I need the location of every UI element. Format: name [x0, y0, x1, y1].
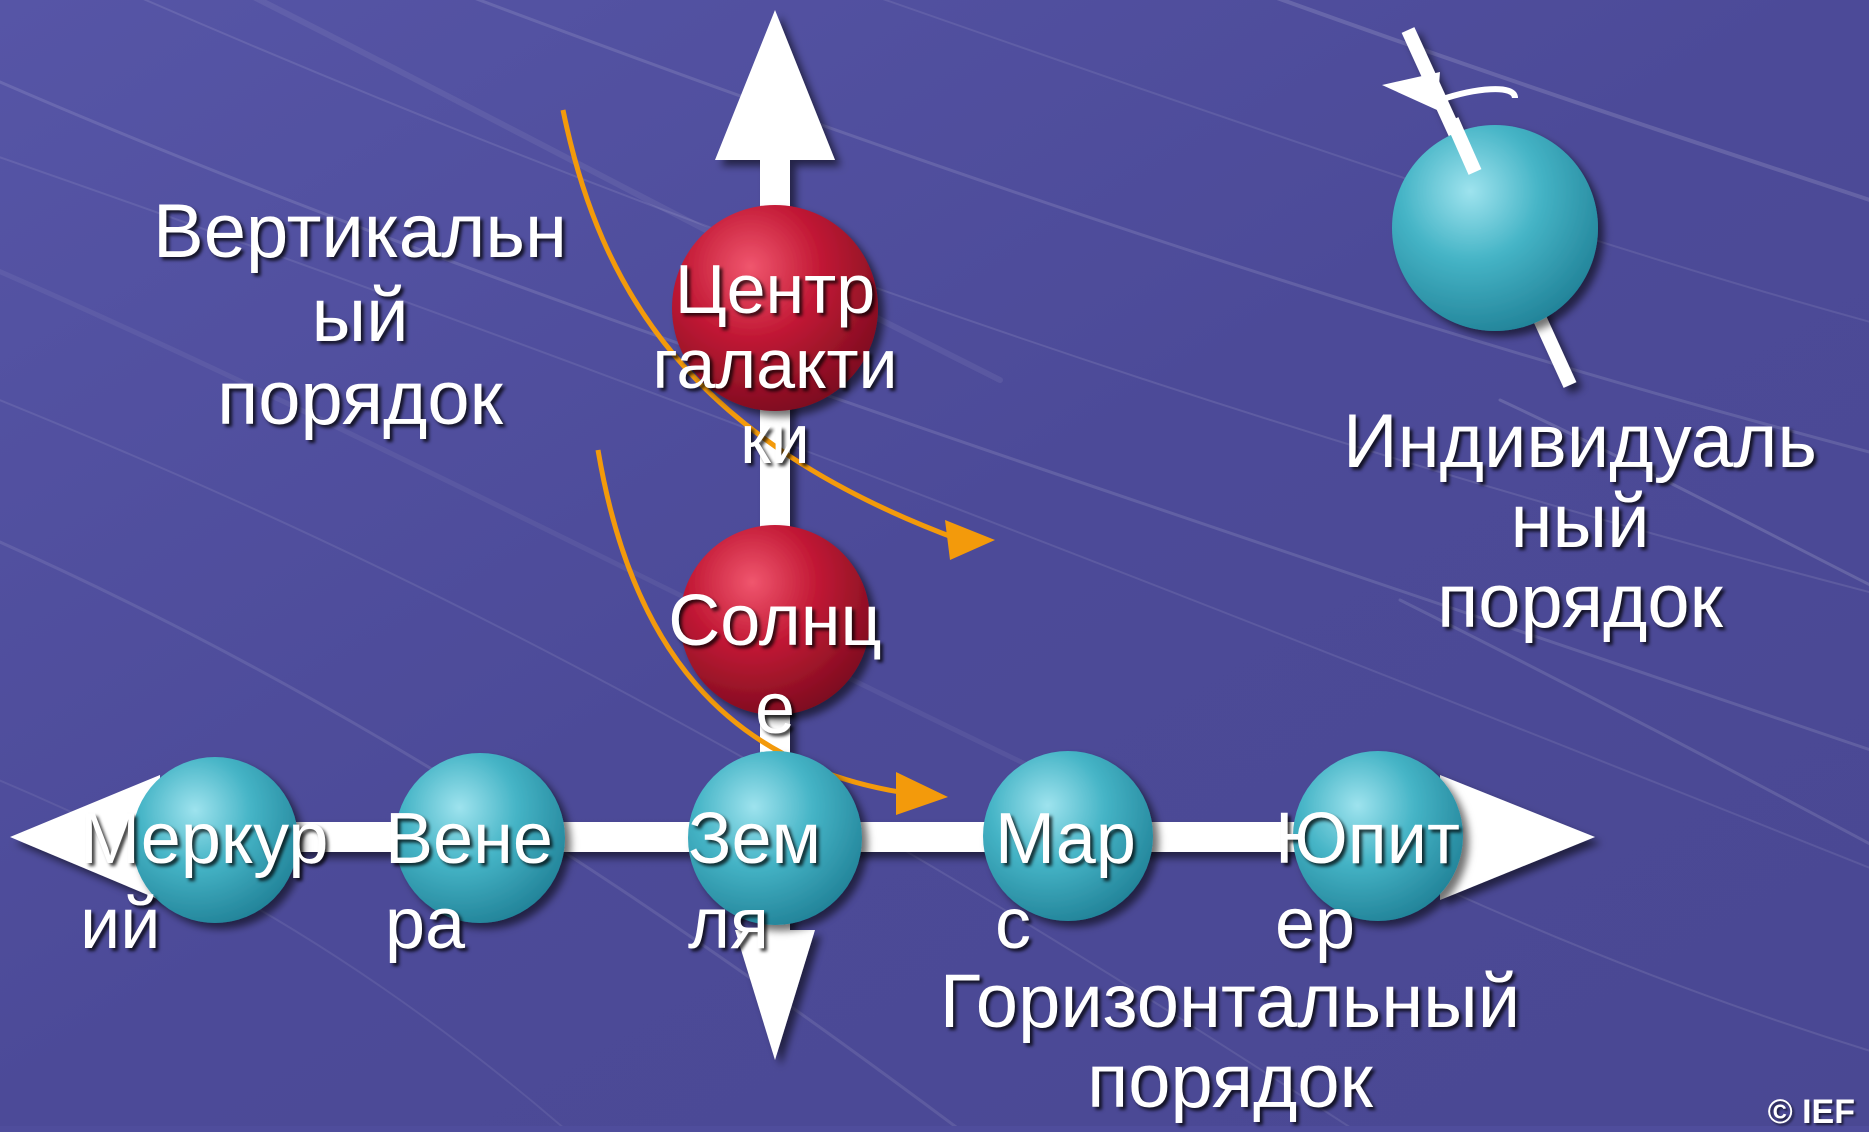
galaxy-center-line-1: Центр — [674, 250, 876, 328]
individual-order-label: Индивидуаль ный порядок — [1300, 402, 1860, 641]
sun-orbit-arrow — [595, 449, 921, 798]
sun-orbit-arrowhead — [896, 772, 948, 815]
mercury-sphere — [132, 757, 298, 923]
horizontal-order-line-2: порядок — [1087, 1038, 1373, 1124]
mars-sphere — [983, 751, 1153, 921]
copyright-text: © IEF — [1767, 1093, 1855, 1131]
mars-label: Мар с — [995, 797, 1136, 967]
galaxy-orbit-arrow — [560, 109, 961, 543]
mars-line-1: Мар — [995, 799, 1136, 879]
venus-line-2: ра — [385, 883, 466, 964]
rotation-axis-top — [1445, 117, 1482, 175]
horizontal-order-label: Горизонтальный порядок — [880, 962, 1580, 1122]
individual-order-line-1: Индивидуаль — [1343, 399, 1817, 484]
galaxy-center-sphere — [672, 205, 878, 411]
horizontal-order-line-1: Горизонтальный — [939, 959, 1521, 1044]
galaxy-center-line-2: галакти — [652, 324, 898, 403]
spinning-planet — [1382, 27, 1598, 388]
horizontal-axis-right-arrowhead — [1440, 775, 1595, 900]
earth-sphere — [688, 751, 862, 925]
sun-label: Солнц е — [625, 578, 925, 754]
galaxy-center-label: Центр галакти ки — [625, 252, 925, 477]
individual-order-line-3: порядок — [1437, 558, 1723, 644]
vertical-axis-bottom-arrowhead — [735, 930, 815, 1060]
orbit-arrows — [560, 109, 961, 798]
sun-line-2: е — [754, 668, 796, 749]
vertical-order-line-2: ый — [311, 272, 409, 358]
horizontal-axis-left-arrowhead — [10, 775, 160, 900]
venus-line-1: Вене — [385, 799, 553, 879]
venus-sphere — [395, 753, 565, 923]
jupiter-line-1: Юпит — [1275, 799, 1460, 879]
mercury-label: Меркур ий — [80, 797, 328, 967]
galaxy-orbit-arrowhead — [945, 520, 995, 560]
rotation-arrowhead — [1382, 72, 1440, 110]
sun-sphere — [680, 525, 870, 715]
vertical-order-line-3: порядок — [217, 356, 503, 442]
vertical-axis-top-arrowhead — [715, 10, 835, 160]
jupiter-label: Юпит ер — [1275, 797, 1460, 967]
rotation-arc — [1439, 86, 1518, 103]
galaxy-center-line-3: ки — [740, 399, 810, 478]
jupiter-sphere — [1293, 751, 1463, 921]
vertical-order-line-1: Вертикальн — [153, 189, 567, 274]
mercury-line-2: ий — [80, 883, 161, 964]
vertical-order-label: Вертикальн ый порядок — [110, 190, 610, 441]
individual-planet-sphere — [1392, 125, 1598, 331]
earth-label: Зем ля — [688, 797, 821, 967]
mercury-line-1: Меркур — [80, 799, 329, 879]
mars-line-2: с — [995, 883, 1031, 964]
earth-line-2: ля — [688, 883, 769, 964]
individual-order-line-2: ный — [1510, 478, 1650, 564]
jupiter-line-2: ер — [1275, 883, 1356, 964]
venus-label: Вене ра — [385, 797, 553, 967]
earth-line-1: Зем — [688, 799, 822, 879]
sun-line-1: Солнц — [668, 581, 882, 661]
